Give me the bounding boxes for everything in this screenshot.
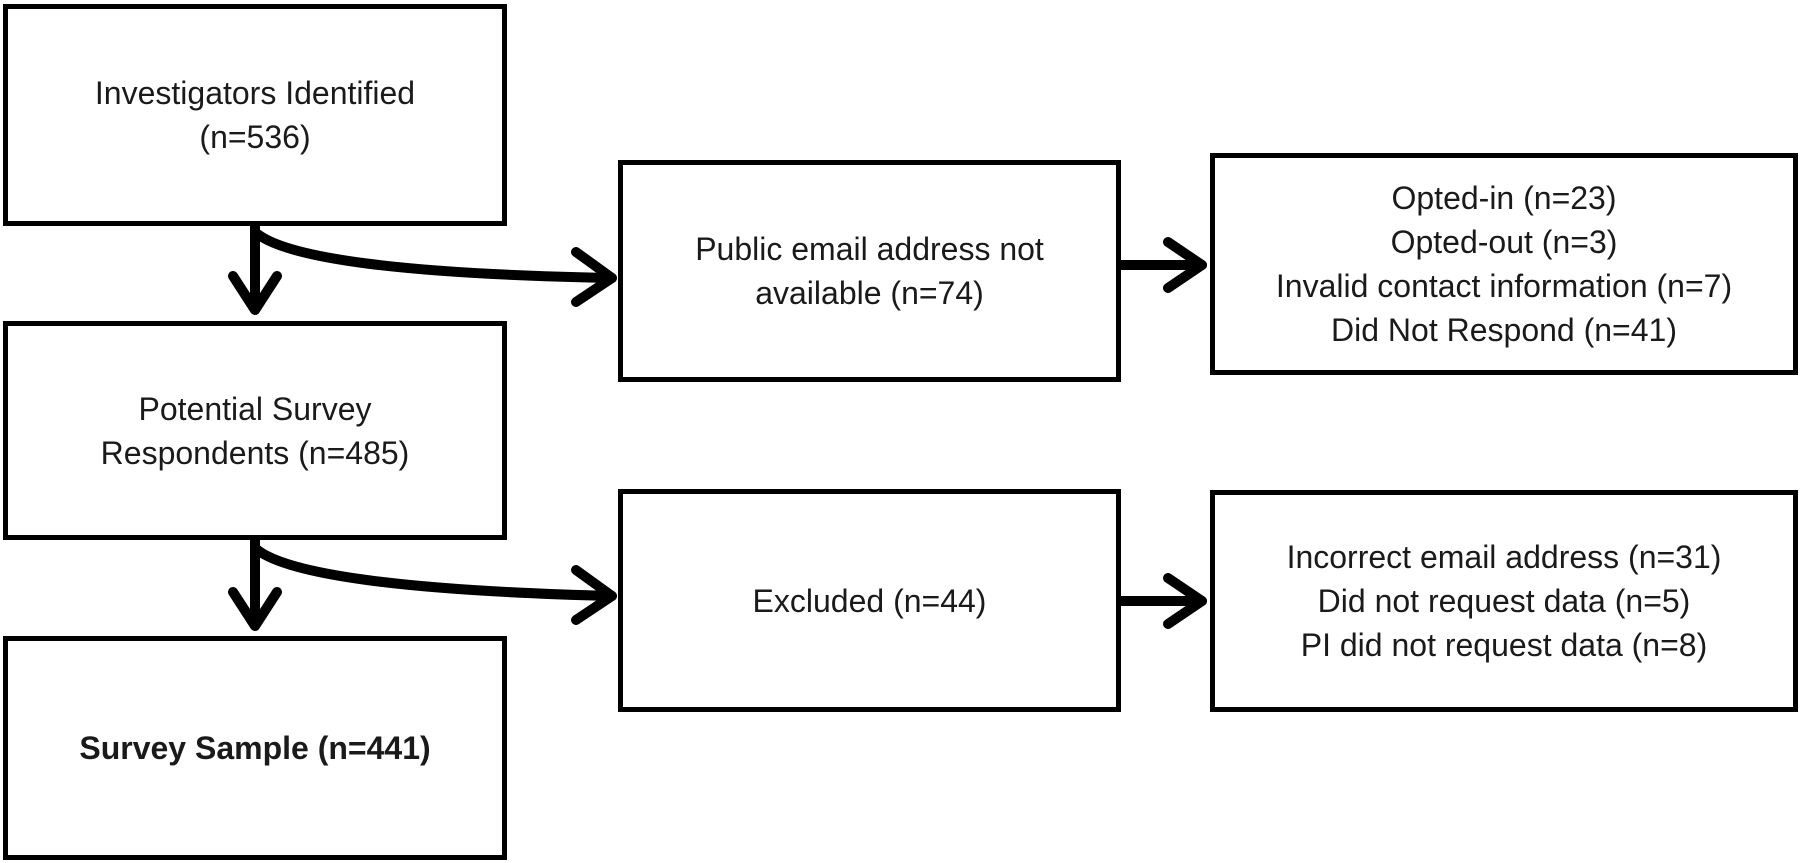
no-email-outcomes-box: Opted-in (n=23) Opted-out (n=3) Invalid … [1210,153,1798,375]
no-public-email-box: Public email address not available (n=74… [618,160,1121,382]
survey-sample-label: Survey Sample (n=441) [79,730,431,766]
excluded-box: Excluded (n=44) [618,489,1121,712]
investigators-identified-label: Investigators Identified [94,75,416,111]
investigators-identified-count: (n=536) [199,119,311,155]
arrow-excluded-to-detail [1116,573,1207,629]
potential-respondents-count: Respondents (n=485) [100,434,410,471]
no-public-email-count: available (n=74) [755,275,984,311]
investigators-identified-box: Investigators Identified (n=536) [3,4,507,226]
reason-did-not-request: Did not request data (n=5) [1317,583,1691,619]
arrow-investigators-to-potential [228,221,282,315]
outcome-opted-in: Opted-in (n=23) [1391,180,1617,216]
no-public-email-label: Public email address not [695,231,1044,267]
potential-respondents-label: Potential Survey [138,390,372,427]
excluded-label: Excluded (n=44) [752,582,987,619]
arrow-investigators-to-no-email [250,227,617,307]
outcome-invalid-contact: Invalid contact information (n=7) [1275,268,1733,304]
survey-sample-box: Survey Sample (n=441) [3,636,507,860]
reason-pi-did-not-request: PI did not request data (n=8) [1300,627,1708,663]
arrow-no-email-to-detail [1116,237,1207,293]
reason-incorrect-email: Incorrect email address (n=31) [1286,539,1722,575]
outcome-did-not-respond: Did Not Respond (n=41) [1331,312,1677,348]
outcome-opted-out: Opted-out (n=3) [1390,224,1618,260]
arrow-potential-to-excluded [250,543,617,625]
exclusion-reasons-box: Incorrect email address (n=31) Did not r… [1210,490,1798,712]
potential-respondents-box: Potential Survey Respondents (n=485) [3,321,507,540]
